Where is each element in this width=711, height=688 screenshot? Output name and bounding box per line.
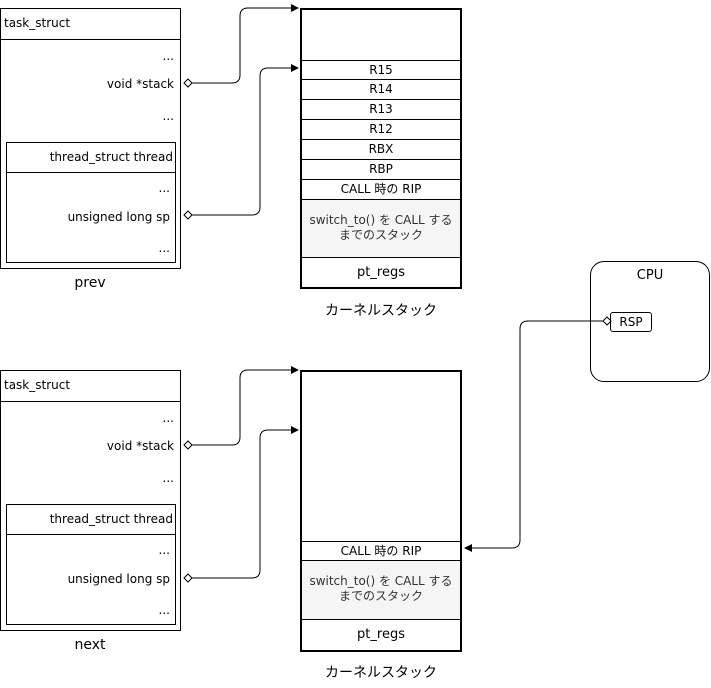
next-task-struct-label: task_struct: [4, 378, 71, 392]
prev-thread-struct: thread_struct thread ... unsigned long s…: [6, 142, 176, 263]
prev-stack-pointer-origin: [183, 78, 193, 88]
next-caption: next: [74, 637, 106, 653]
prev-sp-field: unsigned long sp: [67, 210, 170, 224]
rsp-pointer-arrow: [464, 320, 603, 552]
next-ellipsis-1: ...: [162, 411, 174, 425]
prev-kernel-stack-caption: カーネルスタック: [325, 303, 437, 319]
next-thread-struct: thread_struct thread ... unsigned long s…: [6, 504, 176, 625]
switch-to-line1: switch_to() を CALL する: [309, 213, 453, 227]
stack-slot-pt-regs: pt_regs: [357, 627, 405, 642]
switch-to-line1: switch_to() を CALL する: [309, 574, 453, 588]
stack-slot-call-rip: CALL 時の RIP: [302, 541, 460, 561]
prev-sp-pointer-origin: [183, 210, 193, 220]
next-sp-field: unsigned long sp: [67, 572, 170, 586]
prev-caption: prev: [74, 275, 106, 291]
switch-to-line2: までのスタック: [338, 589, 423, 603]
next-thread-struct-label: thread_struct thread: [49, 512, 173, 526]
next-void-stack-field: void *stack: [106, 439, 174, 453]
next-kernel-stack-caption: カーネルスタック: [325, 665, 437, 681]
switch-to-line2: までのスタック: [338, 228, 423, 242]
stack-slot-r15: R15: [302, 60, 460, 80]
next-stack-pointer-origin: [183, 440, 193, 450]
next-thread-ellipsis-1: ...: [158, 543, 170, 557]
prev-thread-struct-label: thread_struct thread: [49, 150, 173, 164]
prev-thread-ellipsis-1: ...: [158, 181, 170, 195]
next-sp-pointer-origin: [183, 573, 193, 583]
stack-slot-r13: R13: [302, 100, 460, 120]
prev-stack-pointer-arrow: [188, 4, 299, 84]
next-thread-ellipsis-2: ...: [158, 603, 170, 617]
stack-slot-r12: R12: [302, 120, 460, 140]
stack-slot-rbx: RBX: [302, 140, 460, 160]
stack-slot-call-rip: CALL 時の RIP: [302, 180, 460, 200]
prev-ellipsis-2: ...: [162, 109, 174, 123]
next-stack-pointer-arrow: [188, 366, 299, 446]
stack-slot-r14: R14: [302, 80, 460, 100]
prev-task-struct: task_struct ... void *stack ... thread_s…: [0, 8, 181, 269]
next-task-struct: task_struct ... void *stack ... thread_s…: [0, 370, 181, 631]
next-ellipsis-2: ...: [162, 471, 174, 485]
stack-slot-rbp: RBP: [302, 160, 460, 180]
stack-slot-switch-to-frames: switch_to() を CALL する までのスタック: [302, 561, 460, 620]
next-kernel-stack: CALL 時の RIP switch_to() を CALL する までのスタッ…: [300, 370, 462, 652]
stack-slot-pt-regs: pt_regs: [357, 265, 405, 280]
prev-ellipsis-1: ...: [162, 49, 174, 63]
prev-kernel-stack: R15 R14 R13 R12 RBX RBP CALL 時の RIP swit…: [300, 8, 462, 289]
prev-task-struct-label: task_struct: [4, 16, 71, 30]
prev-void-stack-field: void *stack: [106, 77, 174, 91]
prev-thread-ellipsis-2: ...: [158, 241, 170, 255]
prev-sp-pointer-arrow: [188, 64, 299, 216]
rsp-pointer-origin: [602, 316, 612, 326]
next-sp-pointer-arrow: [188, 426, 299, 579]
cpu-title: CPU: [636, 268, 664, 283]
stack-slot-switch-to-frames: switch_to() を CALL する までのスタック: [302, 200, 460, 258]
